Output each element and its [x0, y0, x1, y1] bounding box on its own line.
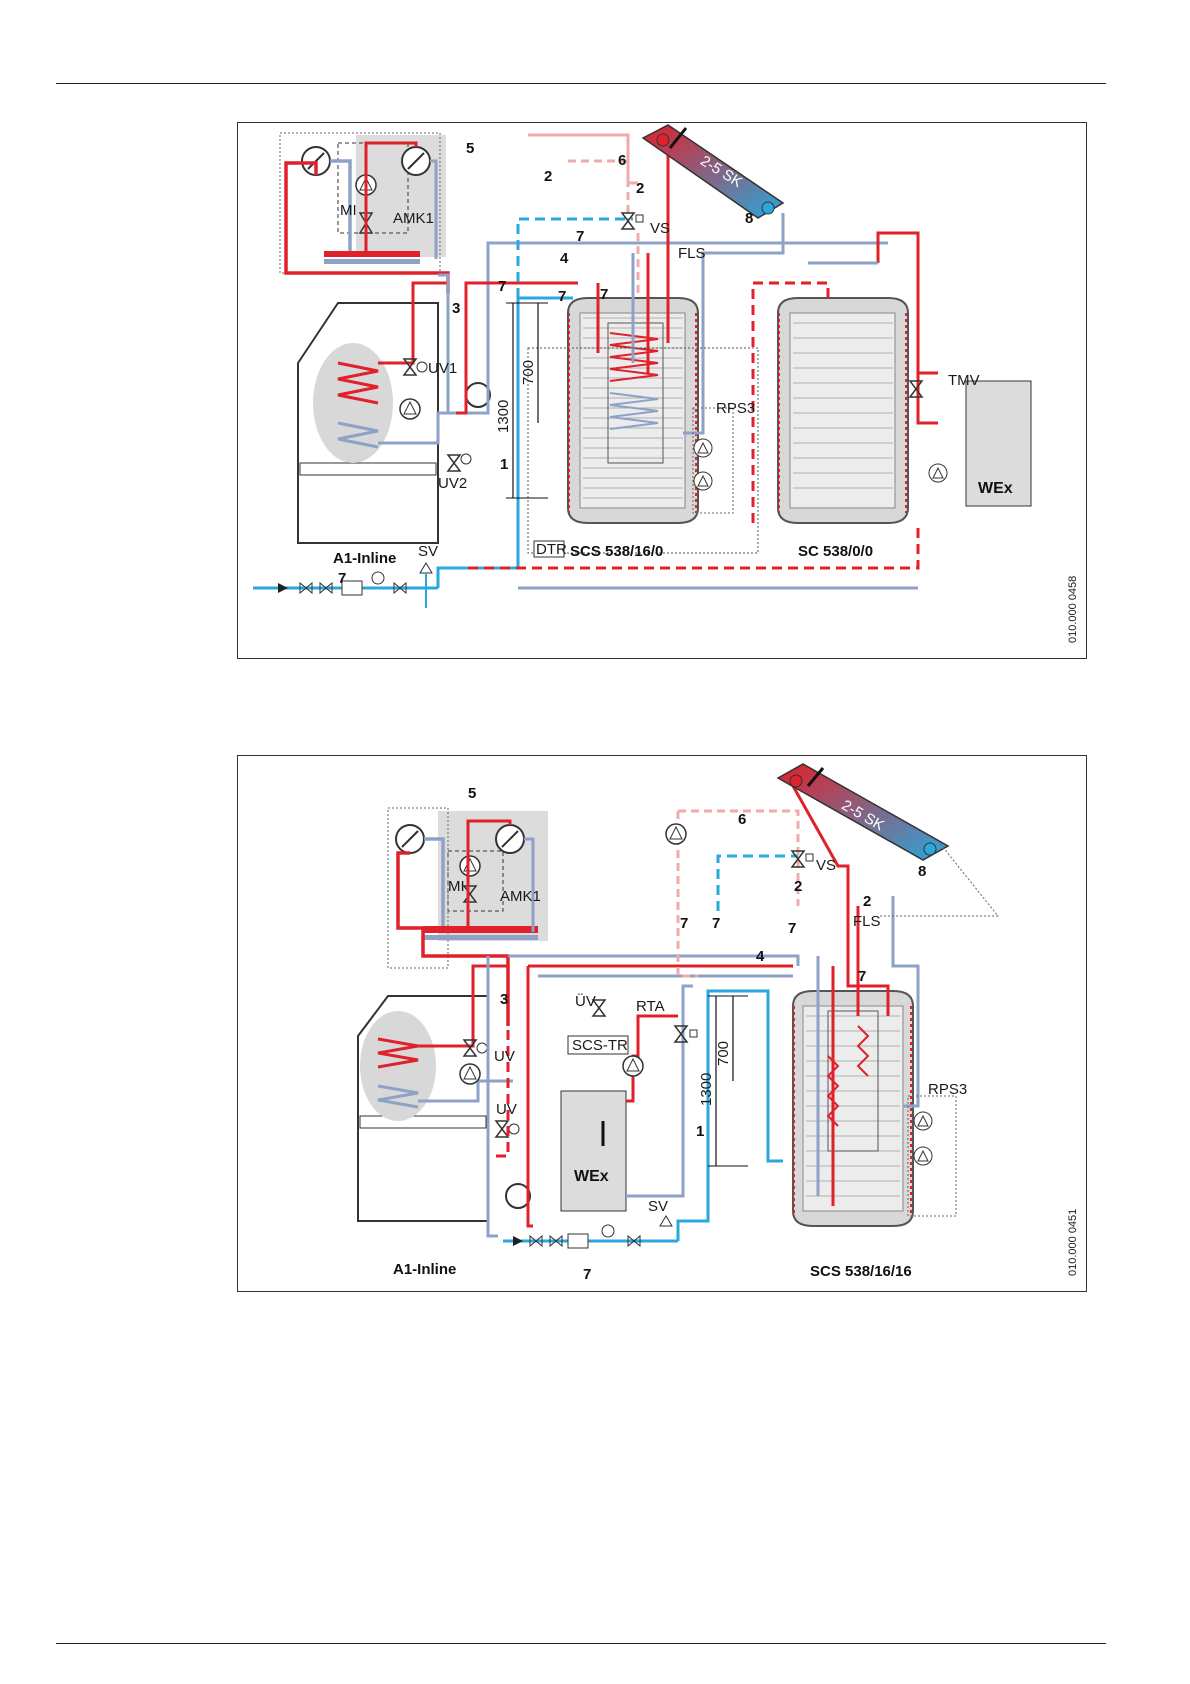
valve-uv2-icon: [448, 455, 460, 471]
uv2-label: UV2: [438, 475, 467, 492]
callout-3: 3: [500, 991, 508, 1008]
callout-7e: 7: [600, 286, 608, 303]
cold-water-riser: [678, 991, 783, 1241]
callout-7d: 7: [788, 920, 796, 937]
hydraulic-diagram-1: A1-Inline DTR SCS 538/16/0 SC 538/0/0 WE…: [238, 123, 1086, 658]
callout-8: 8: [918, 863, 926, 880]
callout-6: 6: [738, 811, 746, 828]
callout-7a: 7: [583, 1266, 591, 1283]
vs-label: VS: [650, 220, 670, 237]
callout-7a: 7: [338, 570, 346, 587]
callout-7e: 7: [858, 968, 866, 985]
expansion-vessel-icon: [506, 1184, 530, 1208]
check-valve-icon: [513, 1236, 523, 1246]
callout-4: 4: [756, 948, 765, 965]
safety-valve-sv-icon: [660, 1216, 672, 1226]
callout-3: 3: [452, 300, 460, 317]
filter-icon: [568, 1234, 588, 1248]
heat-exchanger-wex-box: [561, 1091, 626, 1211]
callout-7c: 7: [712, 915, 720, 932]
callout-2a: 2: [794, 878, 802, 895]
valve-tmv-icon: [910, 381, 922, 397]
dtr-label: DTR: [536, 541, 567, 558]
cold-water-dashed-to-vs: [718, 856, 798, 911]
boiler-heat-exchanger: [313, 343, 393, 463]
amk1-label: AMK1: [393, 210, 434, 227]
boiler-label: A1-Inline: [393, 1261, 456, 1278]
callout-7b: 7: [680, 915, 688, 932]
callout-7b: 7: [498, 278, 506, 295]
sv-label: SV: [648, 1198, 668, 1215]
vs-label: VS: [816, 857, 836, 874]
tmv-label: TMV: [948, 372, 980, 389]
dhw-pink-dashed: [568, 161, 628, 219]
callout-6: 6: [618, 152, 626, 169]
figure-code-label: 010.000 0458: [1067, 576, 1079, 643]
callout-1: 1: [696, 1123, 704, 1140]
pump-ps1-icon: [694, 472, 712, 490]
scs-tr-label: SCS-TR: [572, 1037, 628, 1054]
footer-rule: [56, 1643, 1106, 1644]
uev-label: ÜV: [575, 992, 596, 1010]
storage-main-label: SCS 538/16/0: [570, 543, 663, 560]
distributor-cold: [423, 935, 538, 940]
callout-2b: 2: [863, 893, 871, 910]
callout-8: 8: [745, 210, 753, 227]
fls-label: FLS: [678, 245, 706, 262]
callout-2a: 2: [544, 168, 552, 185]
callout-5: 5: [466, 140, 474, 157]
distributor-hot: [324, 251, 420, 257]
dimension-1300-label: 1300: [495, 400, 512, 433]
figure-code-label: 010.000 0451: [1067, 1209, 1079, 1276]
pressure-gauge-icon: [602, 1225, 614, 1237]
mi-label: MI: [448, 878, 465, 895]
mi-label: MI: [340, 202, 357, 219]
storage-label: SCS 538/16/16: [810, 1263, 912, 1280]
callout-5: 5: [468, 785, 476, 802]
diagram-panel-2: A1-Inline SCS 538/16/16 WEx SCS-TR RTA Ü…: [237, 755, 1087, 1292]
distributor-cold: [324, 259, 420, 264]
fls-label: FLS: [853, 913, 881, 930]
dimension-700-label: 700: [520, 360, 537, 385]
pump-pwex-icon: [929, 464, 947, 482]
pump-ps2-icon: [914, 1112, 932, 1130]
diagram-panel-1: A1-Inline DTR SCS 538/16/0 SC 538/0/0 WE…: [237, 122, 1087, 659]
sv-label: SV: [418, 543, 438, 560]
amk1-module-box: [356, 135, 446, 257]
wex-label: WEx: [978, 480, 1013, 497]
wex-label: WEx: [574, 1168, 609, 1185]
uv-b-label: UV: [496, 1101, 517, 1118]
pressure-gauge-icon: [372, 572, 384, 584]
storage-link-red: [528, 966, 533, 1226]
rps3-label: RPS3: [716, 400, 755, 417]
valve-uv-b-icon: [496, 1121, 508, 1137]
safety-valve-sv-icon: [420, 563, 432, 573]
header-rule: [56, 83, 1106, 84]
dimension-1300-label: 1300: [698, 1073, 715, 1106]
valve-3way-icon: [675, 1026, 687, 1042]
hydraulic-diagram-2: A1-Inline SCS 538/16/16 WEx SCS-TR RTA Ü…: [238, 756, 1086, 1291]
expansion-vessel-icon: [466, 383, 490, 407]
rta-label: RTA: [636, 998, 665, 1015]
check-valve-icon: [278, 583, 288, 593]
uv1-label: UV1: [428, 360, 457, 377]
pump-ps1-icon: [914, 1147, 932, 1165]
callout-7c: 7: [558, 288, 566, 305]
uv-a-label: UV: [494, 1048, 515, 1065]
callout-7d: 7: [576, 228, 584, 245]
storage-second-label: SC 538/0/0: [798, 543, 873, 560]
valve-vs-icon: [622, 213, 634, 229]
rps3-label: RPS3: [928, 1081, 967, 1098]
boiler-label: A1-Inline: [333, 550, 396, 567]
pump-ps2-icon: [694, 439, 712, 457]
callout-4: 4: [560, 250, 569, 267]
amk1-label: AMK1: [500, 888, 541, 905]
dimension-700-label: 700: [715, 1041, 732, 1066]
distributor-hot: [423, 926, 538, 933]
callout-2b: 2: [636, 180, 644, 197]
main-return-line: [488, 956, 498, 1236]
callout-1: 1: [500, 456, 508, 473]
